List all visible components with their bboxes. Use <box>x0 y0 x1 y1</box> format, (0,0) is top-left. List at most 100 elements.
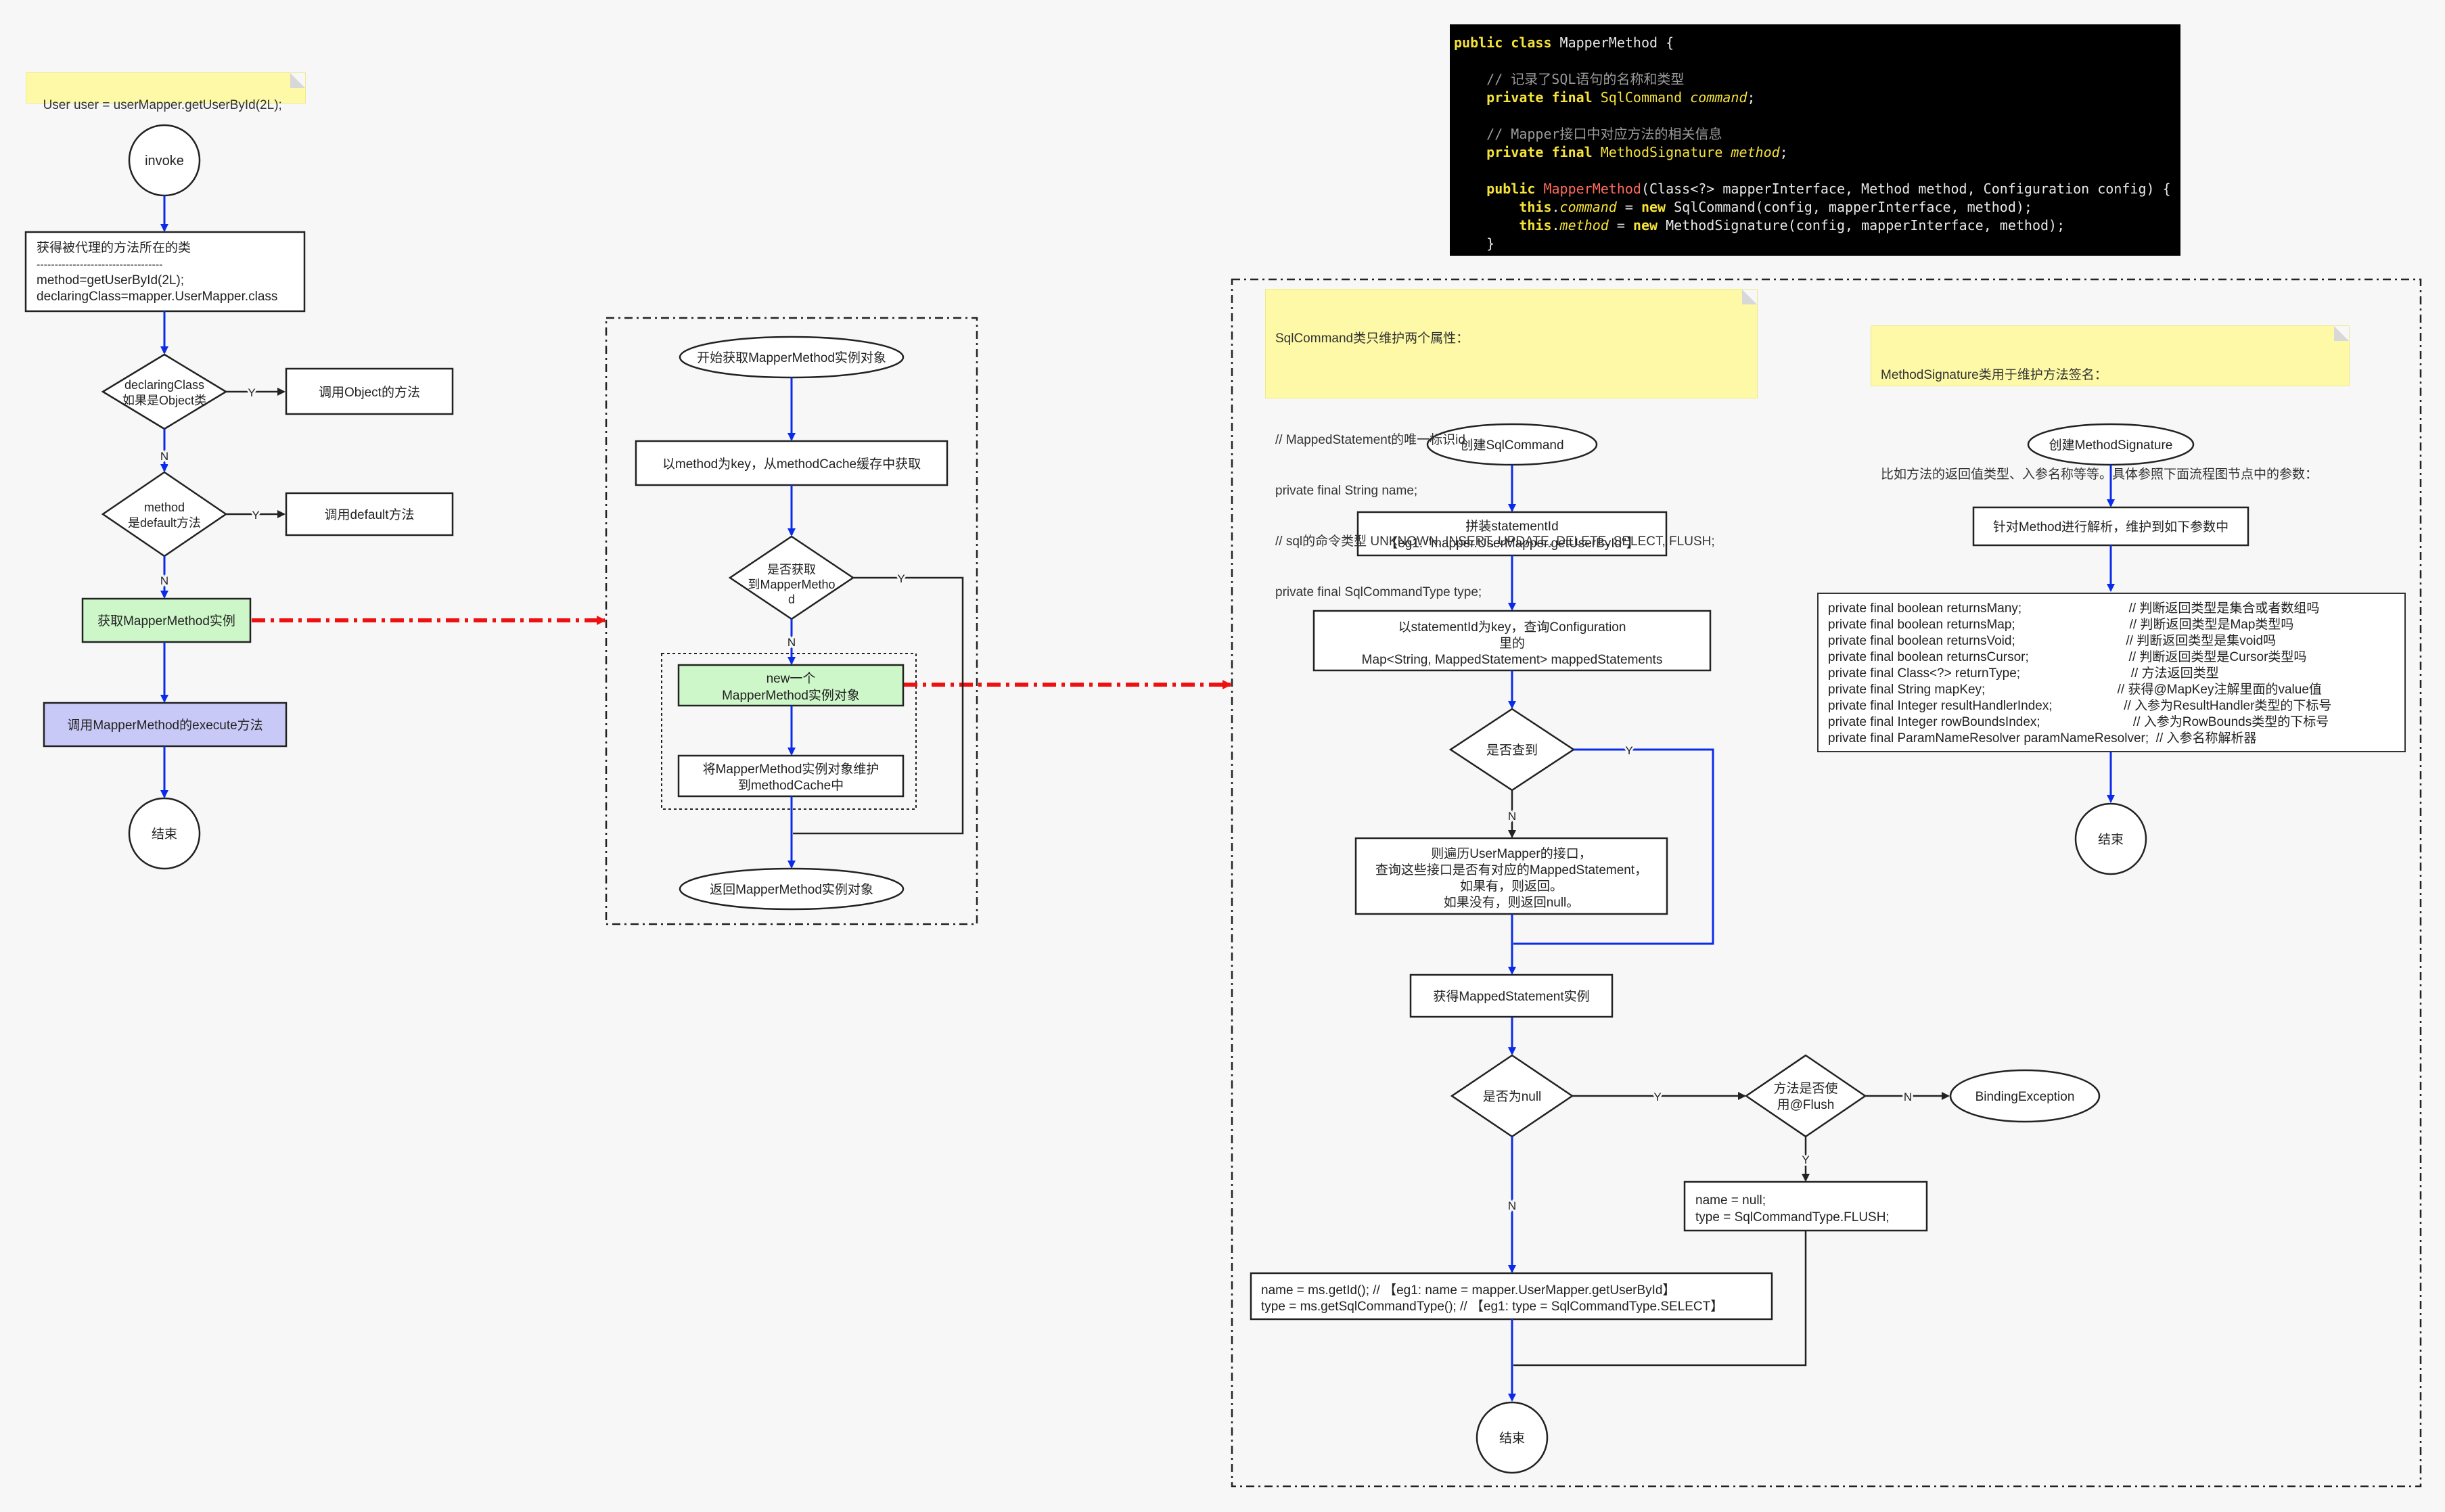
code-token: MapperMethod { <box>1559 35 1674 51</box>
right-container <box>1231 278 2422 1488</box>
decision-default-method-label: method <box>144 501 185 514</box>
decision-cached-label: 是否获取 <box>767 563 816 576</box>
code-token: this <box>1454 199 1552 215</box>
yes-label: Y <box>897 572 905 585</box>
sqlcommand-note-line: private final String name; <box>1275 484 1418 498</box>
start-get-instance-label: 开始获取MapperMethod实例对象 <box>697 350 886 365</box>
sqlcommand-note-line <box>1275 381 1747 398</box>
call-object-method-box <box>285 367 454 415</box>
create-sqlcommand-label: 创建SqlCommand <box>1460 438 1563 453</box>
statement-id-label: 拼装statementId <box>1465 519 1558 534</box>
code-token: command <box>1690 89 1747 106</box>
code-line: } <box>1454 235 2176 253</box>
flush-assign-box <box>1683 1181 1928 1232</box>
code-line: private final MethodSignature method; <box>1454 143 2176 162</box>
methodsignature-note: MethodSignature类用于维护方法签名： 比如方法的返回值类型、入参名… <box>1871 325 2350 482</box>
no-label: N <box>160 450 168 463</box>
param-line: private final ParamNameResolver paramNam… <box>1828 731 2257 746</box>
yes-label: Y <box>1653 1091 1661 1103</box>
note-fold <box>1742 290 1757 304</box>
return-instance <box>679 867 905 911</box>
parse-method-box <box>1972 506 2249 547</box>
code-line: public class MapperMethod { <box>1454 34 2176 52</box>
yes-label: Y <box>248 386 255 399</box>
code-token: new <box>1641 199 1674 215</box>
code-line: this.method = new MethodSignature(config… <box>1454 216 2176 235</box>
invocation-note: User user = userMapper.getUserById(2L); <box>26 72 306 112</box>
binding-exception <box>1949 1069 2101 1123</box>
traverse-interfaces-label: 则遍历UserMapper的接口， <box>1431 846 1592 861</box>
put-cache-label: 到methodCache中 <box>738 778 844 793</box>
methodsignature-note-line: 比如方法的返回值类型、入参名称等等。具体参照下面流程图节点中的参数： <box>1881 467 2318 482</box>
methodsignature-note-line <box>1881 417 2339 432</box>
param-line: private final boolean returnsMany; // 判断… <box>1828 601 2320 616</box>
sqlcommand-flow: 创建SqlCommand 拼装statementId 【eg1: "mapper… <box>1250 423 2101 1474</box>
code-token: ; <box>1747 89 1756 106</box>
get-mapped-statement-label: 获得MappedStatement实例 <box>1433 989 1589 1004</box>
code-line: // 记录了SQL语句的名称和类型 <box>1454 70 2176 89</box>
sqlcommand-note-line: // MappedStatement的唯一标识id <box>1275 433 1465 447</box>
flush-assign-label: name = null; <box>1695 1193 1766 1208</box>
edge-found-yes <box>1513 748 1714 945</box>
traverse-interfaces-label: 如果没有，则返回null。 <box>1444 895 1580 910</box>
code-token: private final <box>1454 144 1601 160</box>
code-token: // 记录了SQL语句的名称和类型 <box>1454 71 1685 87</box>
code-token: MethodSignature <box>1600 144 1731 160</box>
statement-id-box <box>1356 511 1668 557</box>
end-label: 结束 <box>152 827 177 842</box>
query-configuration-label: 里的 <box>1499 636 1525 651</box>
code-line: this.command = new SqlCommand(config, ma… <box>1454 198 2176 216</box>
param-line: private final String mapKey; // 获得@MapKe… <box>1828 683 2322 697</box>
yes-label: Y <box>252 509 259 522</box>
execute-label: 调用MapperMethod的execute方法 <box>67 718 262 733</box>
no-label: N <box>787 636 796 649</box>
new-mapper-method-label: new一个 <box>767 671 816 686</box>
code-token: } <box>1454 235 1495 252</box>
call-default-method-box <box>285 492 454 536</box>
declaring-class-box-line: 获得被代理的方法所在的类 <box>37 240 191 255</box>
create-methodsignature-label: 创建MethodSignature <box>2049 438 2173 453</box>
call-object-method-label: 调用Object的方法 <box>319 385 420 400</box>
declaring-class-box-line: ----------------------------------- <box>37 259 162 271</box>
decision-object-class <box>101 353 228 430</box>
code-token: // Mapper接口中对应方法的相关信息 <box>1454 126 1722 142</box>
new-mapper-method-box <box>677 664 905 707</box>
param-line: private final boolean returnsVoid; // 判断… <box>1828 634 2277 648</box>
decision-cached-label: d <box>788 593 795 606</box>
code-token: . <box>1551 199 1560 215</box>
get-mapped-statement-box <box>1409 973 1614 1018</box>
method-signature-params-box: private final boolean returnsMany; // 判断… <box>1817 593 2406 752</box>
code-line: private final SqlCommand command; <box>1454 89 2176 107</box>
no-label: N <box>160 574 168 587</box>
end-label: 结束 <box>2098 832 2124 847</box>
parse-method-label: 针对Method进行解析，维护到如下参数中 <box>1993 520 2229 534</box>
query-configuration-label: 以statementId为key，查询Configuration <box>1398 620 1626 635</box>
put-cache-label: 将MapperMethod实例对象维护 <box>703 762 879 777</box>
param-line: private final Integer resultHandlerIndex… <box>1828 699 2332 713</box>
no-label: N <box>1508 810 1516 823</box>
traverse-interfaces-label: 查询这些接口是否有对应的MappedStatement， <box>1375 863 1647 877</box>
name-type-assign-label: name = ms.getId(); // 【eg1: name = mappe… <box>1261 1283 1676 1298</box>
sqlcommand-note-line: SqlCommand类只维护两个属性： <box>1275 331 1469 346</box>
get-mapper-method-label: 获取MapperMethod实例 <box>97 614 235 628</box>
code-token: . <box>1551 217 1560 233</box>
code-token: private final <box>1454 89 1601 106</box>
methodsignature-flow: 创建MethodSignature 针对Method进行解析，维护到如下参数中 … <box>1972 423 2249 875</box>
put-cache-box <box>677 754 905 798</box>
binding-exception-label: BindingException <box>1975 1090 2075 1104</box>
decision-object-class-label: declaringClass <box>124 378 204 392</box>
declaring-class-box-line: method=getUserById(2L); <box>37 273 184 288</box>
decision-found-label: 是否查到 <box>1486 743 1538 758</box>
traverse-interfaces-box <box>1354 837 1668 915</box>
edge-flush-to-end <box>1513 1231 1807 1367</box>
end-label: 结束 <box>1499 1431 1525 1446</box>
code-token: SqlCommand <box>1600 89 1691 106</box>
execute-box <box>43 702 288 748</box>
name-type-assign-box <box>1250 1272 1773 1321</box>
code-token: = <box>1616 199 1641 215</box>
new-mapper-method-label: MapperMethod实例对象 <box>722 688 860 703</box>
param-line: private final Integer rowBoundsIndex; //… <box>1828 715 2329 729</box>
end-node-sqlcommand <box>1476 1401 1549 1474</box>
code-line: // Mapper接口中对应方法的相关信息 <box>1454 125 2176 143</box>
